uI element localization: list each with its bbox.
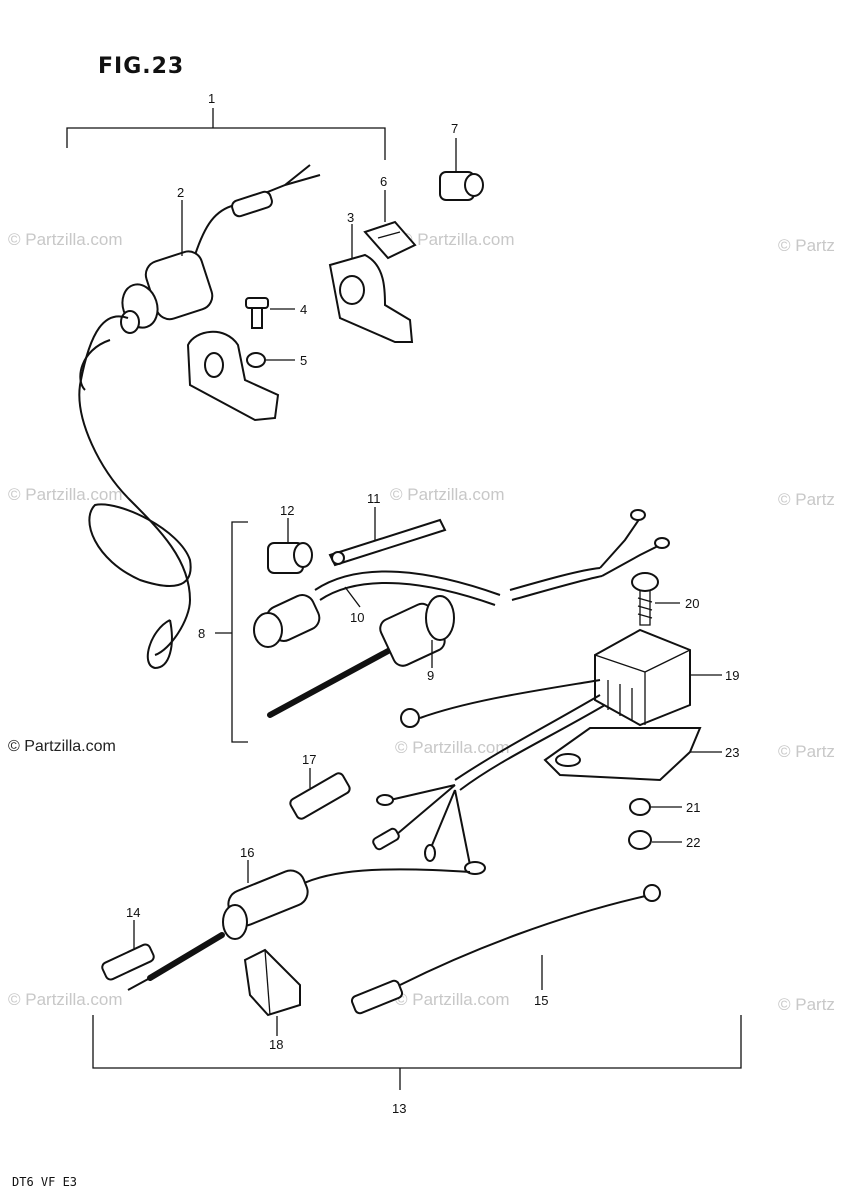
callout-5: 5 (300, 353, 307, 368)
callout-7: 7 (451, 121, 458, 136)
callout-21: 21 (686, 800, 700, 815)
callout-9: 9 (427, 668, 434, 683)
part-mount-bracket (186, 330, 280, 422)
part-ground-wire-15 (350, 884, 661, 1015)
callout-4: 4 (300, 302, 307, 317)
watermark: © Partzilla.com (8, 230, 123, 249)
part-bracket-plate (328, 253, 414, 343)
callout-17: 17 (302, 752, 316, 767)
leader-lines (133, 138, 722, 1036)
watermark: © Partzilla.com (395, 738, 510, 757)
watermark: © Partz (778, 490, 835, 509)
callout-19: 19 (725, 668, 739, 683)
model-code: DT6 VF E3 (12, 1175, 78, 1189)
callout-13: 13 (392, 1101, 406, 1116)
callout-11: 11 (367, 491, 381, 506)
callout-1: 1 (208, 91, 215, 106)
callout-12: 12 (280, 503, 294, 518)
part-screw-4 (245, 297, 269, 329)
callout-23: 23 (725, 745, 739, 760)
callout-6: 6 (380, 174, 387, 189)
callout-15: 15 (534, 993, 548, 1008)
watermark: © Partz (778, 995, 835, 1014)
watermark: © Partzilla.com (8, 990, 123, 1009)
callout-labels: 1 2 3 4 5 6 7 8 9 10 11 12 13 14 15 16 1… (126, 91, 739, 1116)
watermark: © Partzilla.com (390, 485, 505, 504)
callout-22: 22 (686, 835, 700, 850)
part-screw-20 (631, 572, 659, 626)
part-fuse-17 (289, 772, 351, 820)
callout-2: 2 (177, 185, 184, 200)
watermark: © Partzilla.com (395, 990, 510, 1009)
callout-18: 18 (269, 1037, 283, 1052)
callout-20: 20 (685, 596, 699, 611)
figure-title: FIG.23 (98, 54, 185, 79)
bracket-group-8 (215, 521, 248, 743)
callout-8: 8 (198, 626, 205, 641)
part-grommet-7 (439, 171, 484, 201)
part-fuse-holder-16 (127, 868, 471, 991)
part-nut-21 (629, 798, 651, 816)
bracket-group-13 (92, 1015, 742, 1090)
part-grommet-12 (267, 542, 313, 574)
part-stop-switch (78, 164, 321, 670)
watermark: © Partz (778, 742, 835, 761)
part-plug-9 (267, 595, 455, 718)
part-washer-5 (246, 352, 266, 368)
part-cord-10 (253, 509, 670, 648)
part-pin-14 (101, 943, 155, 981)
part-rectifier-19 (594, 628, 691, 727)
callout-14: 14 (126, 905, 140, 920)
part-wire-harness (372, 679, 606, 875)
bracket-group-1 (66, 108, 386, 160)
part-clamp-18 (243, 948, 301, 1017)
part-tie-11 (328, 518, 447, 567)
callout-10: 10 (350, 610, 364, 625)
watermark: © Partz (778, 236, 835, 255)
part-nut-22 (628, 830, 652, 850)
watermark: © Partzilla.com (8, 738, 116, 755)
callout-3: 3 (347, 210, 354, 225)
watermark: © Partzilla.com (8, 485, 123, 504)
part-plate-23 (543, 727, 702, 782)
part-plate-6 (363, 220, 417, 260)
watermark: © Partzilla.com (400, 230, 515, 249)
callout-16: 16 (240, 845, 254, 860)
